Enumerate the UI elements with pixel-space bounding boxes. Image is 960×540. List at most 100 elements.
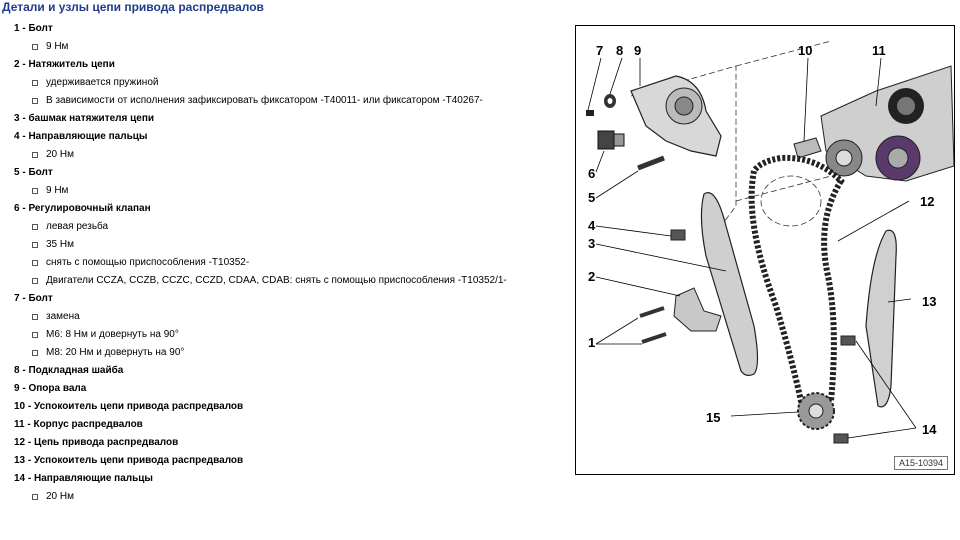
part-name: Подкладная шайба — [28, 365, 124, 376]
bolt-1b — [641, 332, 667, 344]
part-note-text: замена — [46, 311, 80, 322]
callout-label: 6 — [588, 166, 595, 181]
part-name: Регулировочный клапан — [28, 203, 151, 214]
part-separator: - — [19, 113, 29, 124]
callout-label: 10 — [798, 43, 812, 58]
figure-id: A15-10394 — [893, 456, 948, 470]
part-note-text: M6: 8 Нм и довернуть на 90° — [46, 329, 179, 340]
part-name: Натяжитель цепи — [28, 59, 115, 70]
bullet-square-icon — [32, 80, 38, 86]
part-item: 9 - Опора вала — [0, 380, 560, 398]
callout-label: 5 — [588, 190, 595, 205]
part-note: Двигатели CCZA, CCZB, CCZC, CCZD, CDAA, … — [0, 272, 560, 290]
bullet-square-icon — [32, 242, 38, 248]
part-note-text: Двигатели CCZA, CCZB, CCZC, CCZD, CDAA, … — [46, 275, 507, 286]
guide-pin-14a — [840, 335, 856, 346]
callout-label: 2 — [588, 269, 595, 284]
part-note: 35 Нм — [0, 236, 560, 254]
bullet-square-icon — [32, 224, 38, 230]
guide-pin-4 — [670, 229, 686, 241]
bullet-square-icon — [32, 152, 38, 158]
part-number: 12 — [14, 437, 26, 448]
camshaft-housing — [820, 65, 954, 182]
part-note: 9 Нм — [0, 182, 560, 200]
callout-label: 12 — [920, 194, 934, 209]
part-note: M6: 8 Нм и довернуть на 90° — [0, 326, 560, 344]
part-number: 6 — [14, 203, 20, 214]
side-chain-guide — [865, 229, 897, 408]
washer-hole — [607, 98, 613, 104]
upper-chain-guide — [793, 137, 822, 159]
part-separator: - — [19, 383, 29, 394]
part-item: 2 - Натяжитель цепи — [0, 56, 560, 74]
part-name: Успокоитель цепи привода распредвалов — [34, 455, 244, 466]
part-note-text: 9 Нм — [46, 41, 69, 52]
part-separator: - — [19, 59, 29, 70]
bullet-square-icon — [32, 350, 38, 356]
part-number: 2 — [14, 59, 20, 70]
tensioner-rail — [700, 192, 759, 377]
part-item: 14 - Направляющие пальцы — [0, 470, 560, 488]
part-number: 8 — [14, 365, 20, 376]
bullet-square-icon — [32, 188, 38, 194]
part-note-text: 35 Нм — [46, 239, 74, 250]
part-separator: - — [19, 167, 29, 178]
part-note-text: снять с помощью приспособления -T10352- — [46, 257, 250, 268]
part-item: 1 - Болт — [0, 20, 560, 38]
page-title: Детали и узлы цепи привода распредвалов — [2, 0, 264, 14]
sprocket-hub — [808, 403, 824, 419]
part-number: 14 — [14, 473, 26, 484]
callout-label: 7 — [596, 43, 603, 58]
part-name: Корпус распредвалов — [33, 419, 143, 430]
part-note: 9 Нм — [0, 38, 560, 56]
part-number: 1 — [14, 23, 20, 34]
bullet-square-icon — [32, 332, 38, 338]
part-item: 4 - Направляющие пальцы — [0, 128, 560, 146]
part-note: M8: 20 Нм и довернуть на 90° — [0, 344, 560, 362]
part-number: 9 — [14, 383, 20, 394]
part-note: 20 Нм — [0, 488, 560, 506]
callout-label: 15 — [706, 410, 720, 425]
part-note: замена — [0, 308, 560, 326]
control-valve — [597, 130, 625, 150]
part-number: 5 — [14, 167, 20, 178]
part-note: снять с помощью приспособления -T10352- — [0, 254, 560, 272]
part-separator: - — [25, 455, 35, 466]
part-number: 11 — [14, 419, 25, 430]
part-note-text: левая резьба — [46, 221, 109, 232]
part-note-text: M8: 20 Нм и довернуть на 90° — [46, 347, 185, 358]
part-separator: - — [19, 131, 29, 142]
bullet-square-icon — [32, 278, 38, 284]
part-name: Болт — [28, 167, 53, 178]
guide-pin-14b — [833, 433, 849, 444]
part-name: Направляющие пальцы — [34, 473, 153, 484]
callout-label: 11 — [872, 43, 886, 58]
part-number: 10 — [14, 401, 26, 412]
part-number: 7 — [14, 293, 20, 304]
bolt-1a — [639, 306, 665, 318]
bearing-bracket — [630, 75, 722, 157]
leader-lines — [587, 57, 917, 439]
part-name: Цепь привода распредвалов — [34, 437, 179, 448]
part-name: Болт — [28, 23, 53, 34]
part-note: левая резьба — [0, 218, 560, 236]
bolt-7 — [586, 110, 594, 116]
bullet-square-icon — [32, 494, 38, 500]
bullet-square-icon — [32, 314, 38, 320]
part-name: Направляющие пальцы — [28, 131, 148, 142]
bullet-square-icon — [32, 44, 38, 50]
callout-label: 4 — [588, 218, 596, 233]
part-separator: - — [24, 419, 34, 430]
parts-list: 1 - Болт 9 Нм 2 - Натяжитель цепи удерживае… — [0, 20, 560, 506]
part-note-text: В зависимости от исполнения зафиксироват… — [46, 95, 483, 106]
part-note: удерживается пружиной — [0, 74, 560, 92]
part-name: Опора вала — [28, 383, 87, 394]
bullet-square-icon — [32, 98, 38, 104]
part-separator: - — [19, 23, 29, 34]
part-note-text: 20 Нм — [46, 491, 74, 502]
part-note-text: 20 Нм — [46, 149, 74, 160]
part-note: В зависимости от исполнения зафиксироват… — [0, 92, 560, 110]
part-separator: - — [25, 437, 35, 448]
part-note-text: удерживается пружиной — [46, 77, 159, 88]
